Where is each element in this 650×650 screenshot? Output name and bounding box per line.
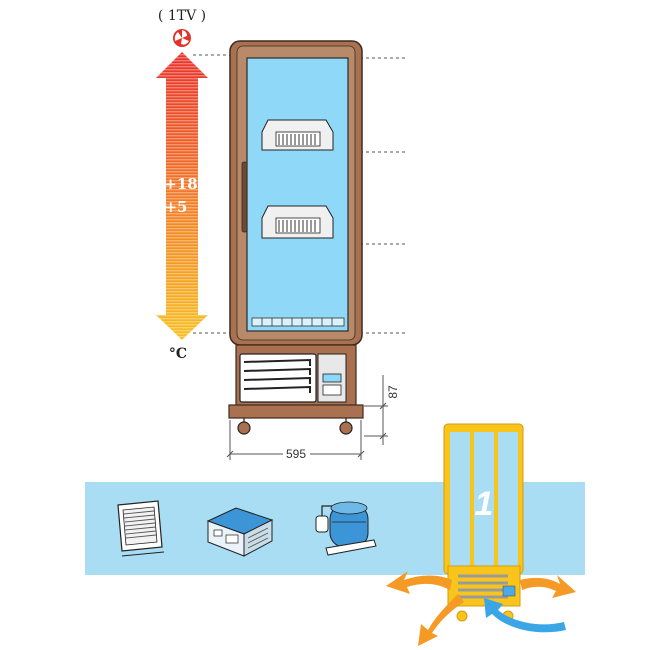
temp-max-label: +18 — [164, 175, 197, 193]
fan-icon — [173, 29, 191, 47]
temp-min-label: +5 — [164, 198, 187, 216]
airflow-in-arrow — [484, 598, 566, 633]
width-dimension — [226, 420, 365, 460]
cooling-unit-upper — [261, 119, 334, 151]
control-unit-icon — [206, 507, 274, 557]
airflow-out-arrows — [386, 571, 576, 646]
cooling-unit-lower — [261, 205, 334, 239]
height-dimension — [364, 375, 388, 445]
bottom-shelf — [251, 317, 345, 327]
grille-icon — [117, 500, 165, 557]
door-handle — [241, 161, 248, 233]
height-dimension-label: 87 — [386, 385, 400, 399]
yellow-display-unit — [443, 423, 524, 622]
unit-number-label: 1 — [475, 485, 494, 523]
level-guides — [193, 54, 405, 334]
ventilation-grille — [239, 353, 317, 403]
caster-wheels — [237, 418, 353, 435]
temp-unit-label: °C — [169, 346, 187, 362]
temperature-range-arrow — [156, 52, 208, 340]
compressor-icon — [315, 501, 377, 556]
width-dimension-label: 595 — [286, 447, 306, 461]
control-panel — [317, 353, 347, 403]
model-label: ( 1TV ) — [158, 8, 206, 24]
